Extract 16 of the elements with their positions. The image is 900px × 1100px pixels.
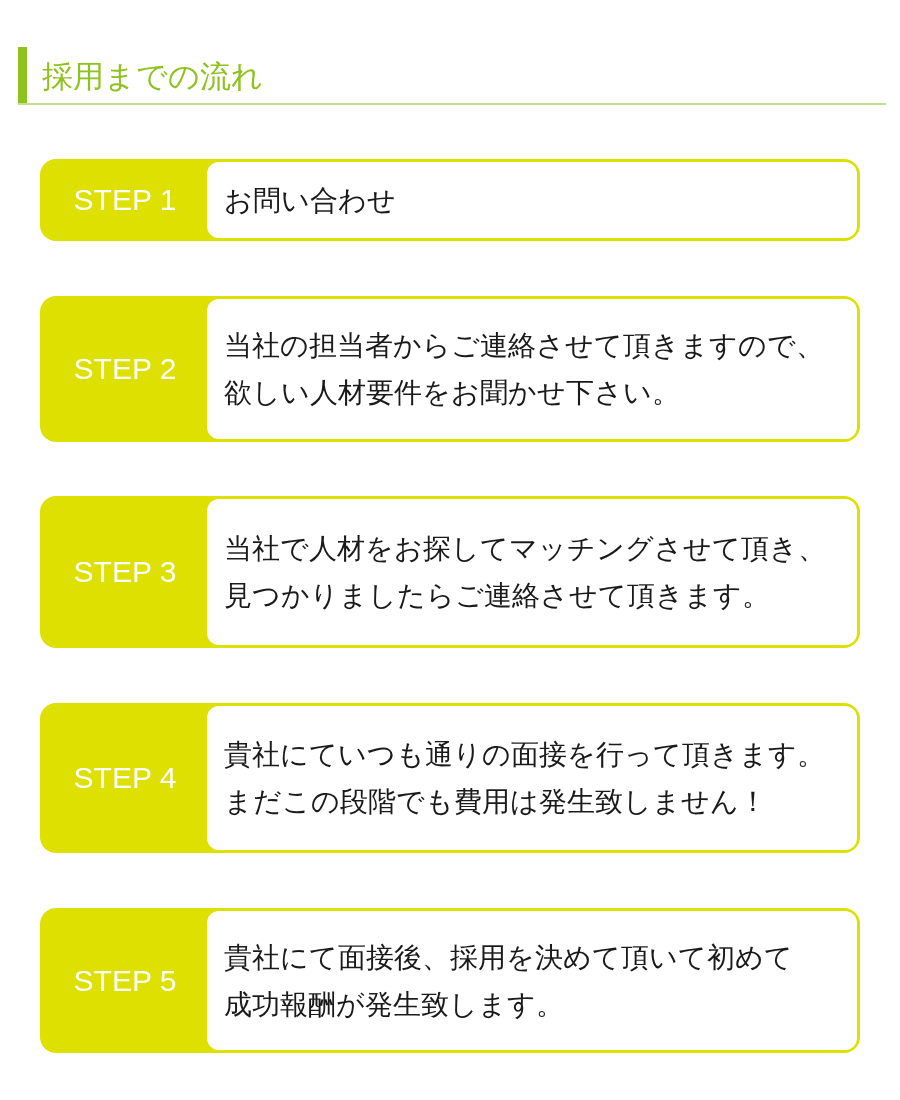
- step-description: 当社で人材をお探してマッチングさせて頂き、見つかりましたらご連絡させて頂きます。: [224, 532, 827, 613]
- step-description: 貴社にていつも通りの面接を行って頂きます。まだこの段階でも費用は発生致しません！: [224, 738, 826, 819]
- step-card: [40, 496, 860, 648]
- step-label: STEP 1: [73, 182, 177, 218]
- step-label: STEP 2: [73, 351, 177, 387]
- step-label: STEP 5: [73, 962, 177, 999]
- step-card: [40, 159, 860, 241]
- step-label: STEP 3: [73, 554, 177, 590]
- step-card: [40, 703, 860, 853]
- step-card: [40, 296, 860, 442]
- step-card: [40, 908, 860, 1053]
- section-title: 採用までの流れ: [42, 58, 263, 96]
- step-label: STEP 4: [73, 760, 177, 796]
- step-description: お問い合わせ: [224, 183, 397, 218]
- step-description: 当社の担当者からご連絡させて頂きますので、欲しい人材要件をお聞かせ下さい。: [224, 329, 825, 410]
- step-description: 貴社にて面接後、採用を決めて頂いて初めて成功報酬が発生致します。: [224, 940, 794, 1022]
